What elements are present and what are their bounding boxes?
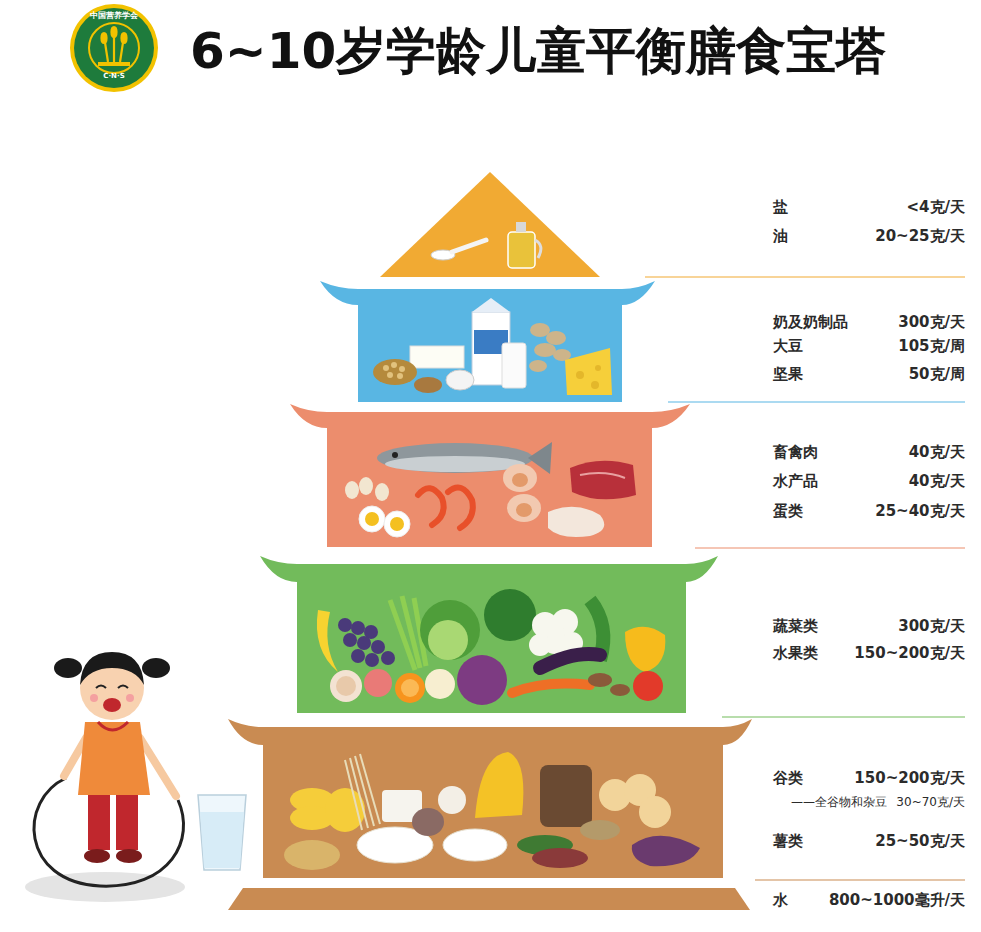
pyramid-tier: 盐 <4克/天油 20~25克/天 bbox=[760, 185, 972, 255]
pyramid-tier: 畜禽肉40克/天水产品40克/天蛋类25~40克/天 bbox=[760, 430, 972, 530]
grain-food bbox=[284, 752, 700, 870]
daily-amount: 50克/周 bbox=[909, 364, 965, 384]
logo bbox=[70, 4, 158, 92]
roof-tier bbox=[380, 172, 600, 277]
pyramid-tier: 谷类 150~200克/天 ——全谷物和杂豆 30~70克/天薯类 25~50克/天 bbox=[760, 755, 972, 860]
food-group-name: ——全谷物和杂豆 bbox=[791, 792, 887, 812]
pyramid-tier: 水 800~1000毫升/天 bbox=[760, 888, 972, 912]
vegetable-fruit bbox=[317, 589, 665, 705]
food-group-name: 谷类 bbox=[773, 768, 803, 788]
water-glass bbox=[198, 795, 246, 870]
water-tier bbox=[228, 888, 750, 910]
food-group-name: 水 bbox=[773, 890, 788, 910]
dairy-food bbox=[373, 298, 612, 395]
food-group-name: 蔬菜类 bbox=[773, 616, 818, 636]
food-group-name: 奶及奶制品 bbox=[773, 312, 848, 332]
daily-amount: <4克/天 bbox=[907, 197, 965, 217]
food-group-name: 油 bbox=[773, 226, 788, 246]
title: 6~10岁学龄儿童平衡膳食宝塔 bbox=[190, 26, 886, 76]
food-group-name: 坚果 bbox=[773, 364, 803, 384]
food-group-name: 薯类 bbox=[773, 831, 803, 851]
daily-amount: 40克/天 bbox=[909, 442, 965, 462]
food-group-name: 蛋类 bbox=[773, 501, 803, 521]
food-group-name: 盐 bbox=[773, 197, 788, 217]
food-group-name: 大豆 bbox=[773, 336, 803, 356]
separator-lines bbox=[645, 277, 965, 880]
daily-amount: 20~25克/天 bbox=[875, 226, 965, 246]
daily-amount: 105克/周 bbox=[898, 336, 965, 356]
daily-amount: 800~1000毫升/天 bbox=[829, 890, 965, 910]
daily-amount: 25~50克/天 bbox=[875, 831, 965, 851]
girl-figure bbox=[25, 652, 185, 902]
meat-tier bbox=[290, 404, 690, 547]
pyramid-tier: 奶及奶制品 300克/天大豆 105克/周坚果 50克/周 bbox=[760, 300, 972, 390]
salt-oil bbox=[431, 222, 541, 268]
food-group-name: 水果类 bbox=[773, 643, 818, 663]
dairy-tier bbox=[320, 281, 655, 402]
food-group-name: 畜禽肉 bbox=[773, 442, 818, 462]
daily-amount: 30~70克/天 bbox=[896, 792, 965, 812]
logo-text: C·N·S bbox=[103, 73, 124, 80]
vegetable-tier bbox=[260, 556, 718, 713]
logo-text: 中国营养学会 bbox=[90, 12, 138, 20]
daily-amount: 40克/天 bbox=[909, 471, 965, 491]
daily-amount: 25~40克/天 bbox=[875, 501, 965, 521]
food-group-name: 水产品 bbox=[773, 471, 818, 491]
daily-amount: 150~200克/天 bbox=[854, 768, 965, 788]
daily-amount: 300克/天 bbox=[898, 312, 965, 332]
daily-amount: 300克/天 bbox=[898, 616, 965, 636]
grain-tier bbox=[228, 719, 752, 878]
protein-food bbox=[345, 442, 636, 537]
daily-amount: 150~200克/天 bbox=[854, 643, 965, 663]
pyramid-tier: 蔬菜类 300克/天水果类 150~200克/天 bbox=[760, 605, 972, 670]
